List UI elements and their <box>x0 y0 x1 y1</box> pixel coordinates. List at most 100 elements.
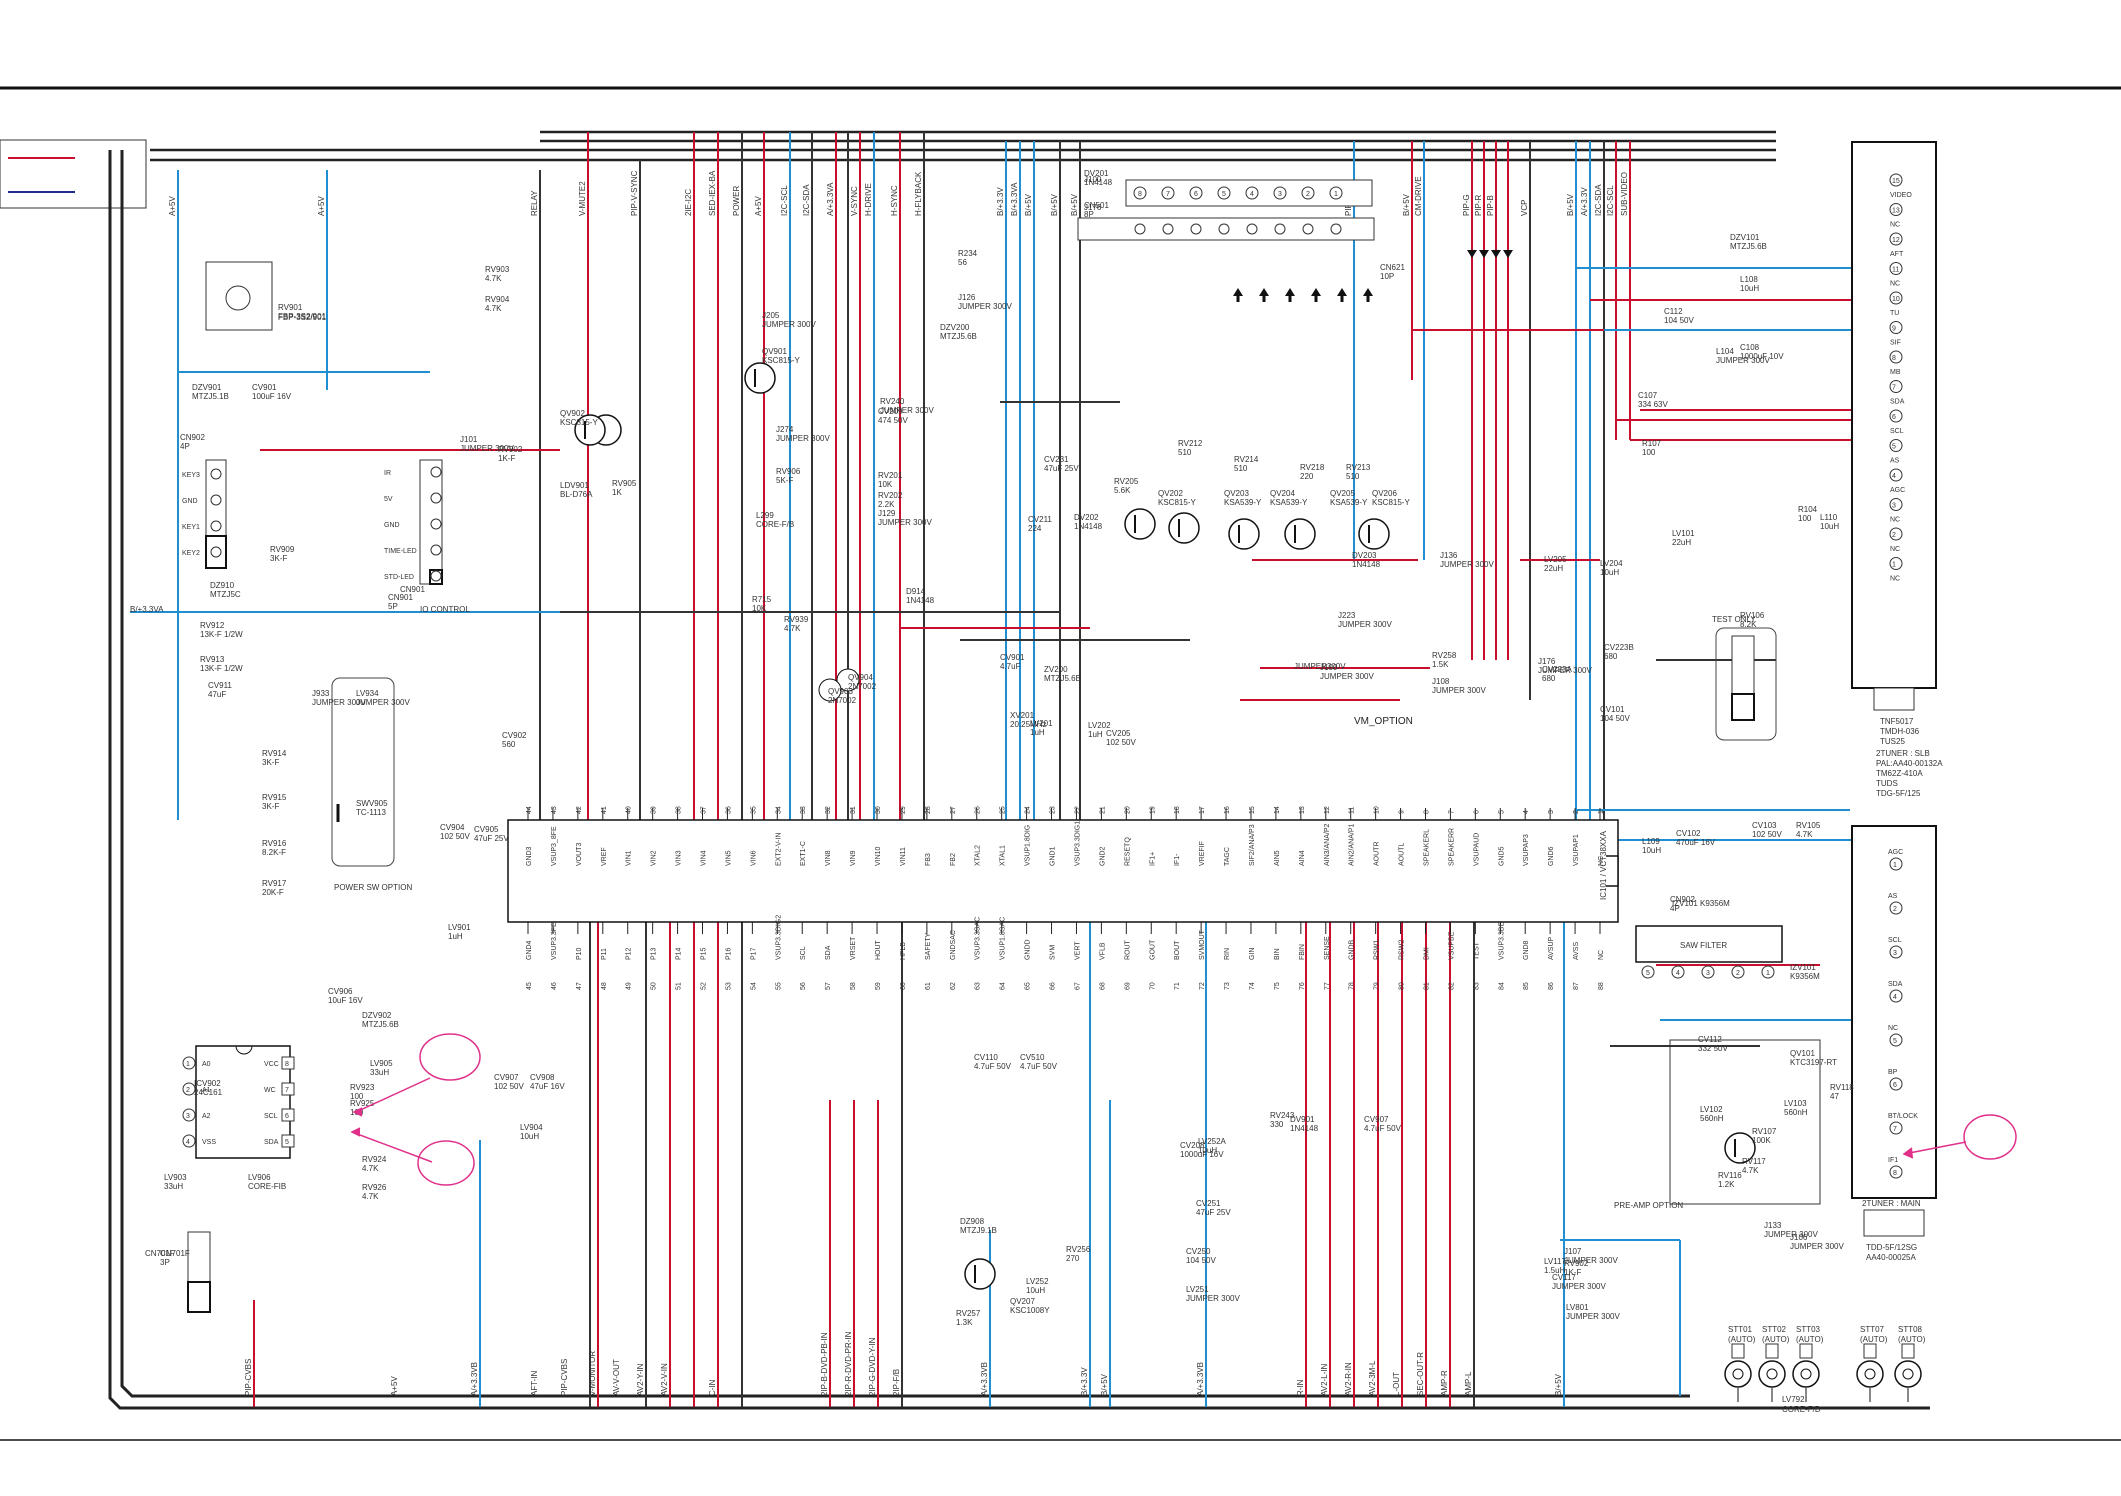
ic-pin-number: 9 <box>1399 810 1406 814</box>
ic-pin-number: 83 <box>1473 982 1480 990</box>
top-bus-label: 2IE-I2C <box>684 189 693 216</box>
tuner-pin-number: 12 <box>1892 237 1900 244</box>
eeprom-pin-number: 6 <box>285 1113 289 1120</box>
connector-pin-number: 4 <box>1250 191 1254 198</box>
component-ref: RV218 <box>1300 463 1325 472</box>
component-ref: RV939 <box>784 615 809 624</box>
component-ref: CN901 <box>388 593 413 602</box>
component-ref: C112 <box>1664 307 1683 316</box>
bottom-bus-label: AMP-R <box>1440 1370 1449 1396</box>
component-value: 332 50V <box>1698 1044 1728 1053</box>
saw-pin-number: 2 <box>1736 970 1740 977</box>
component-ref: RV902 <box>1564 1259 1589 1268</box>
ic-pin-signal: HOUT <box>875 939 882 960</box>
main-ic-ref: IC101 / VCT38XXA <box>1599 830 1608 900</box>
ic-pin-signal: GOUT <box>1149 939 1156 960</box>
component-ref: RV243 <box>1270 1111 1295 1120</box>
component-value: K9356M <box>1790 972 1820 981</box>
connector-pin-label: KEY1 <box>182 524 200 531</box>
component-value: 2N7002 <box>848 682 877 691</box>
tuner-pin-number: 2 <box>1893 906 1897 913</box>
ic-pin-signal: VREF <box>601 847 608 866</box>
tuner-pin-label: SIF <box>1890 340 1901 347</box>
tuner-pin-label: BP <box>1888 1069 1898 1076</box>
ic-pin-number: 81 <box>1423 982 1430 990</box>
ic-pin-signal: AIN3/ANA/P2 <box>1324 823 1331 866</box>
tuner-pin-number: 9 <box>1892 326 1896 333</box>
power-sw-option-box <box>331 677 395 867</box>
ic-pin-signal: EXT1-C <box>800 841 807 866</box>
tuner-pin-circle <box>1889 173 1903 187</box>
ic-pin-number: 63 <box>975 982 982 990</box>
ic-pin-signal: RSW2 <box>1399 940 1406 960</box>
saw-pin-number: 5 <box>1646 970 1650 977</box>
bottom-bus-label: 2IP-G-DVD-Y-IN <box>868 1337 877 1396</box>
top-bus-label: I2C-SCL <box>780 185 789 216</box>
component-ref: RV105 <box>1796 821 1821 830</box>
ic-pin-number: 23 <box>1050 806 1057 814</box>
component-value: JUMPER 300V <box>1566 1312 1620 1321</box>
component-value: JUMPER 300V <box>1432 686 1486 695</box>
ic-pin-number: 55 <box>775 982 782 990</box>
transistor-icon <box>1168 512 1200 544</box>
tuner-pin-number: 3 <box>1892 503 1896 510</box>
component-ref: RV903 <box>485 265 510 274</box>
component-value: 680 <box>1542 674 1556 683</box>
tuner-pin-circle <box>1889 1121 1903 1135</box>
cn701-ref: CN701F <box>145 1249 175 1258</box>
tuner-pin-circle <box>1889 901 1903 915</box>
component-value: 680 <box>1604 652 1618 661</box>
tuner-pin-number: 1 <box>1892 562 1896 569</box>
connector-pin-number: 2 <box>1306 191 1310 198</box>
top-bus-label: VCP <box>1520 200 1529 216</box>
component-ref: J205 <box>762 311 780 320</box>
connector-pin <box>1329 186 1343 200</box>
ic-pin-signal: P12 <box>626 947 633 960</box>
component-value: 4.7K <box>362 1192 379 1201</box>
ic-pin-signal: GND4 <box>526 940 533 960</box>
component-ref: J136 <box>1440 551 1458 560</box>
tuner-main-label: 2TUNER : MAIN <box>1862 1199 1921 1208</box>
component-ref: DZV901 <box>192 383 222 392</box>
component-ref: L104 <box>1716 347 1734 356</box>
component-value: KSC815-Y <box>762 356 800 365</box>
tuner-pin-circle <box>1889 1033 1903 1047</box>
component-ref: IZV101 <box>1790 963 1816 972</box>
component-ref: CV209 <box>878 407 903 416</box>
ic-pin-number: 26 <box>975 806 982 814</box>
component-value: 10K <box>878 480 893 489</box>
component-value: 1.5uH <box>1544 1266 1566 1275</box>
ic-pin-signal: XTAL2 <box>975 845 982 866</box>
connector-pin <box>1301 186 1315 200</box>
component-ref: QV207 <box>1010 1297 1035 1306</box>
bottom-bus-label: A/+3.3VB <box>470 1362 479 1396</box>
component-ref: QV206 <box>1372 489 1397 498</box>
component-value: 3K-F <box>270 554 287 563</box>
component-value: 8P <box>1084 210 1094 219</box>
ic-pin-number: 74 <box>1249 982 1256 990</box>
component-ref: LV102 <box>1700 1105 1723 1114</box>
bottom-bus-label: A+5V <box>390 1376 399 1396</box>
connector-pin-label: KEY2 <box>182 550 200 557</box>
annotation-ellipse-scl <box>419 1033 481 1081</box>
component-value: 47uF 25V <box>1196 1208 1231 1217</box>
saw-pin-number: 3 <box>1706 970 1710 977</box>
ic-pin-number: 10 <box>1374 806 1381 814</box>
annotation-ellipse-sda <box>417 1140 475 1186</box>
ic-pin-number: 27 <box>950 806 957 814</box>
component-ref: LV101 <box>1672 529 1695 538</box>
component-value: 560nH <box>1700 1114 1724 1123</box>
component-value: 104 50V <box>1664 316 1694 325</box>
component-value: 10uH <box>1600 568 1619 577</box>
tuner-pin-label: VIDEO <box>1890 192 1912 199</box>
bottom-bus-label: A/+3.3VB <box>1196 1362 1205 1396</box>
ic-pin-signal: VIN5 <box>725 850 732 866</box>
ic-pin-signal: GNDB <box>1349 939 1356 960</box>
component-value: 10uH <box>520 1132 539 1141</box>
top-bus-label: B/+3.3VA <box>1010 182 1019 216</box>
ic-pin-number: 52 <box>701 982 708 990</box>
connector-pin <box>430 492 442 504</box>
ic-pin-signal: NC <box>1598 950 1605 960</box>
